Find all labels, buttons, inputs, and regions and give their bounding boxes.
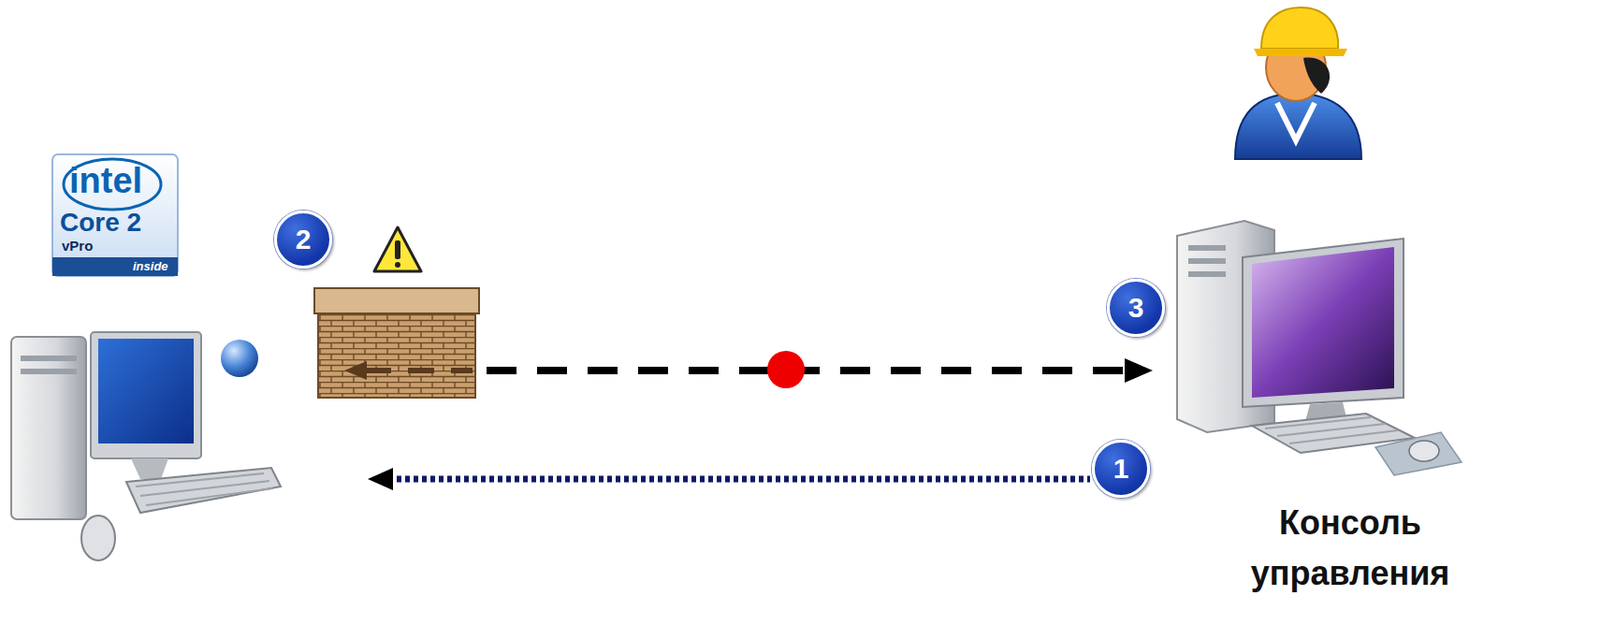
logo-text: Core 2 xyxy=(59,207,142,238)
logo-band xyxy=(52,257,178,277)
dotted-line xyxy=(388,476,1091,483)
worker-collar xyxy=(1277,102,1315,141)
hat-brim xyxy=(1253,48,1348,57)
warning-dot xyxy=(394,261,401,268)
blocked-arrowhead xyxy=(344,361,367,380)
callout-number: 2 xyxy=(274,210,333,269)
administrator-icon xyxy=(1235,7,1362,160)
monitor-stand xyxy=(130,458,169,480)
callout-number: 3 xyxy=(1106,278,1165,337)
drive-bay xyxy=(20,355,77,362)
logo-swoosh xyxy=(63,159,161,210)
keyboard xyxy=(126,467,281,513)
drive-bay xyxy=(20,368,77,375)
drive-bay xyxy=(1188,245,1226,251)
alert-dot xyxy=(767,350,805,389)
worker-hair xyxy=(1303,58,1330,94)
command-arrow xyxy=(367,467,1091,491)
dashed-line xyxy=(486,366,1131,375)
drive-bay xyxy=(1188,258,1226,264)
brick-wall xyxy=(318,313,476,398)
arrowhead xyxy=(367,467,393,491)
mouse xyxy=(1409,440,1440,462)
worker-body xyxy=(1235,93,1362,160)
screen xyxy=(98,338,194,444)
arrowhead xyxy=(1124,358,1153,383)
logo-text: vPro xyxy=(61,237,93,254)
mouse xyxy=(81,515,116,561)
keyboard-keys xyxy=(135,473,274,506)
logo-text: intel xyxy=(69,160,143,202)
logo-text: inside xyxy=(132,259,169,274)
warning-triangle xyxy=(374,227,422,272)
hard-hat xyxy=(1261,7,1339,49)
warning-sign xyxy=(374,227,422,272)
drive-bay xyxy=(1188,271,1226,277)
intel-logo xyxy=(52,154,178,277)
pc-tower xyxy=(11,336,87,520)
callout-number: 1 xyxy=(1091,439,1150,498)
firewall xyxy=(314,288,480,398)
screen xyxy=(1251,247,1395,398)
keyboard-keys xyxy=(1265,417,1398,444)
console-computer xyxy=(1177,220,1462,476)
logo-badge xyxy=(52,154,178,277)
warning-mark xyxy=(394,240,401,260)
wall-cap xyxy=(314,288,480,314)
alert-arrow xyxy=(486,350,1153,389)
console-label: Консоль управления xyxy=(1233,497,1468,599)
monitor xyxy=(1242,238,1404,408)
status-sphere xyxy=(220,339,259,378)
client-computer xyxy=(11,332,281,561)
mouse-pad xyxy=(1375,432,1462,476)
monitor xyxy=(90,332,202,459)
blocked-arrow xyxy=(364,367,473,374)
